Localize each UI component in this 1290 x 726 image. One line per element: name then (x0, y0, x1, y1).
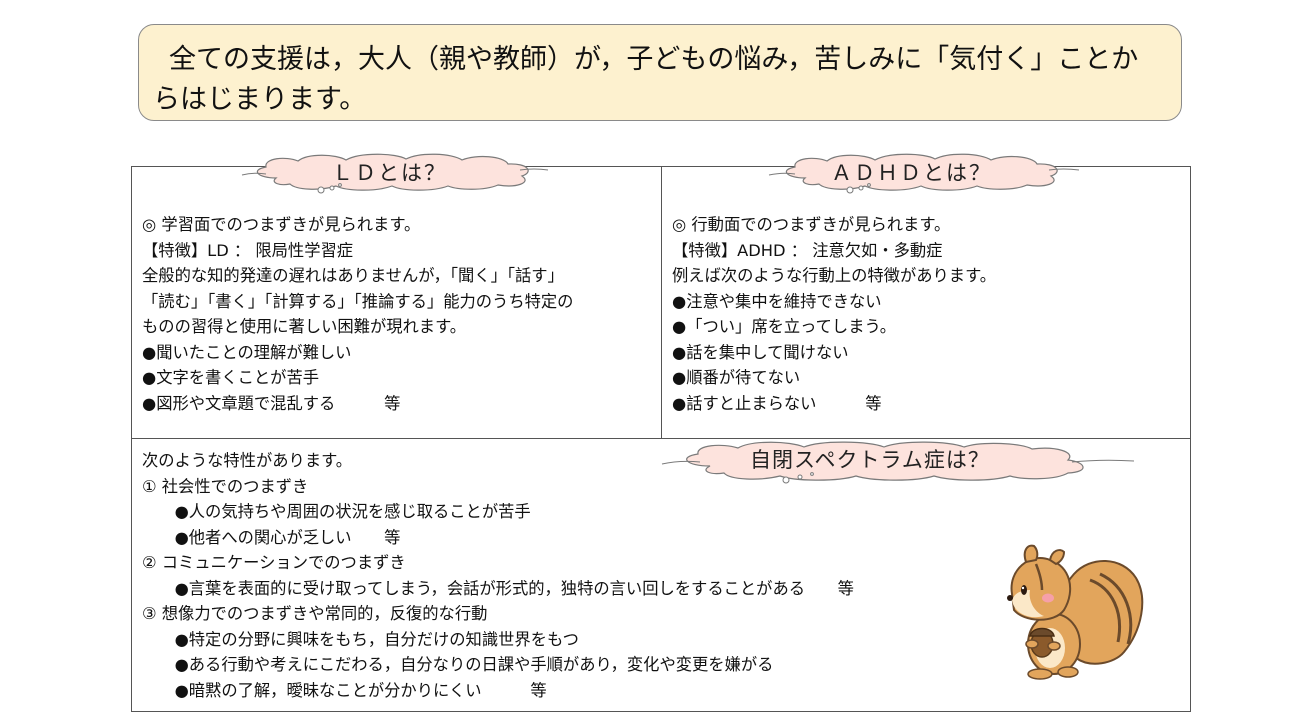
adhd-line: ●「つい」席を立ってしまう。 (672, 317, 897, 336)
cloud-shape-icon (768, 153, 1080, 194)
ld-line: 全般的な知的発達の遅れはありませんが，「聞く」「話す」 (142, 266, 564, 285)
asd-line: ●暗黙の了解，曖昧なことが分かりにくい 等 (142, 680, 547, 700)
ld-line: ●図形や文章題で混乱する 等 (142, 393, 401, 413)
cloud-shape-icon (661, 441, 1135, 484)
asd-title-cloud: 自閉スペクトラム症は？ (658, 440, 1138, 484)
ld-text: ◎ 学習面でのつまずきが見られます。 【特徴】LD ： 限局性学習症 全般的な知… (142, 212, 573, 416)
asd-line: ●言葉を表面的に受け取ってしまう，会話が形式的，独特の言い回しをすることがある … (142, 578, 854, 598)
intro-banner: 全ての支援は，大人（親や教師）が，子どもの悩み，苦しみに「気付く」ことか らはじ… (138, 24, 1182, 121)
asd-line: ① 社会性でのつまずき (142, 476, 309, 496)
asd-line: ② コミュニケーションでのつまずき (142, 553, 406, 572)
squirrel-icon (990, 540, 1150, 685)
asd-line: ③ 想像力でのつまずきや常同的，反復的な行動 (142, 604, 488, 623)
adhd-line: ●順番が待てない (672, 368, 801, 387)
intro-line-2: らはじまります。 (153, 84, 367, 115)
adhd-title-cloud: ＡＤＨＤとは？ (765, 152, 1085, 194)
adhd-line: 【特徴】ADHD ： 注意欠如・多動症 (672, 240, 943, 260)
cloud-shape-icon (241, 153, 549, 194)
asd-line: ●他者への関心が乏しい 等 (142, 527, 401, 547)
adhd-title: ＡＤＨＤとは？ (831, 161, 992, 185)
intro-line-1: 全ての支援は，大人（親や教師）が，子どもの悩み，苦しみに「気付く」ことか (169, 44, 1139, 75)
asd-title: 自閉スペクトラム症は？ (750, 448, 990, 472)
ld-title: ＬＤとは？ (332, 161, 447, 185)
asd-line: ●人の気持ちや周囲の状況を感じ取ることが苦手 (142, 502, 531, 521)
ld-line: ものの習得と使用に著しい困難が現れます。 (142, 317, 466, 336)
adhd-text: ◎ 行動面でのつまずきが見られます。 【特徴】ADHD ： 注意欠如・多動症 例… (672, 212, 996, 416)
adhd-line: 例えば次のような行動上の特徴があります。 (672, 266, 996, 285)
adhd-line: ◎ 行動面でのつまずきが見られます。 (672, 215, 951, 234)
ld-line: ●文字を書くことが苦手 (142, 368, 320, 387)
adhd-line: ●話すと止まらない 等 (672, 393, 882, 413)
adhd-line: ●話を集中して聞けない (672, 342, 849, 362)
asd-line: ●特定の分野に興味をもち，自分だけの知識世界をもつ (142, 629, 579, 649)
ld-line: 「読む」「書く」「計算する」「推論する」能力のうち特定の (142, 291, 574, 311)
asd-text: 次のような特性があります。 ① 社会性でのつまずき ●人の気持ちや周囲の状況を感… (142, 448, 854, 703)
asd-line: ●ある行動や考えにこだわる，自分なりの日課や手順があり，変化や変更を嫌がる (142, 655, 774, 674)
ld-title-cloud: ＬＤとは？ (236, 152, 556, 194)
adhd-panel (661, 166, 1191, 439)
ld-line: ●聞いたことの理解が難しい (142, 342, 352, 362)
adhd-line: ●注意や集中を維持できない (672, 291, 882, 311)
ld-panel (131, 166, 662, 439)
ld-line: ◎ 学習面でのつまずきが見られます。 (142, 215, 421, 234)
ld-line: 【特徴】LD ： 限局性学習症 (142, 240, 354, 260)
asd-line: 次のような特性があります。 (142, 451, 353, 470)
